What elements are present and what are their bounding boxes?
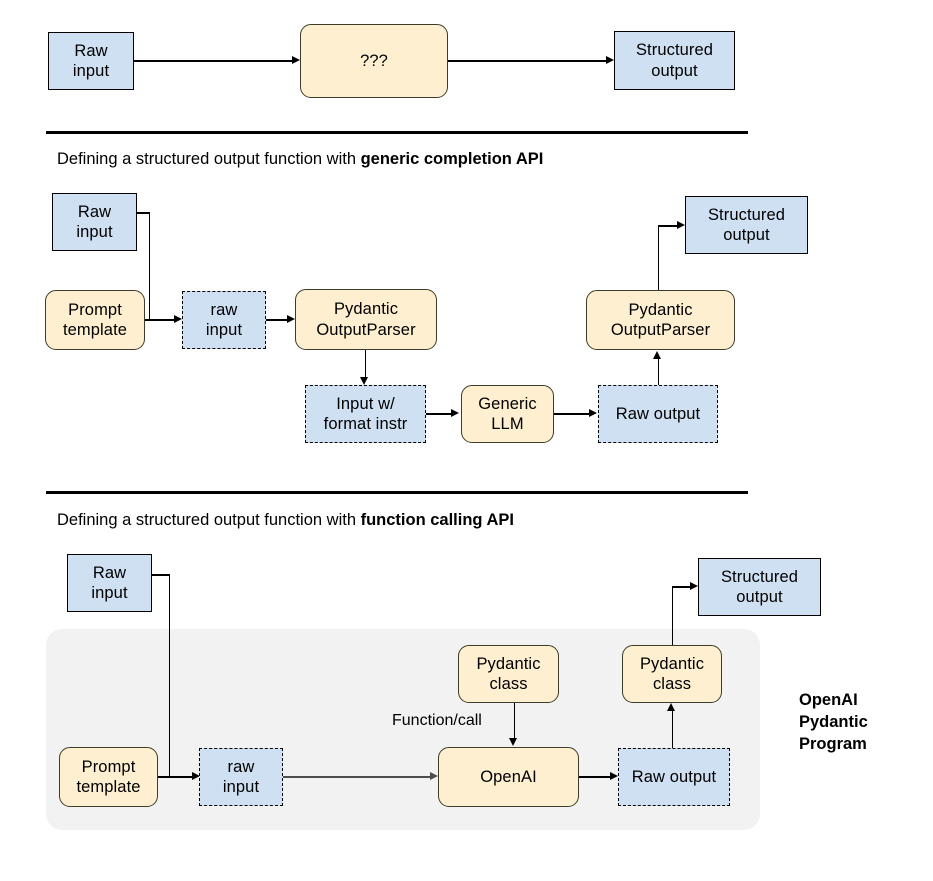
generic-edge-prompt-to-rawinput bbox=[145, 319, 177, 321]
fc-structured-output-box: Structured output bbox=[698, 558, 821, 616]
fc-arrowhead-openai-top bbox=[509, 738, 517, 746]
fc-raw-output-box: Raw output bbox=[618, 748, 730, 806]
generic-api-caption-prefix: Defining a structured output function wi… bbox=[57, 150, 361, 168]
fc-arrowhead-dashed-rawinput bbox=[192, 772, 200, 780]
generic-llm-box: Generic LLM bbox=[461, 385, 554, 443]
fc-edge-rawinput-right bbox=[152, 574, 170, 576]
fc-arrowhead-rawoutput bbox=[610, 772, 618, 780]
fc-pydantic-class-input-box: Pydantic class bbox=[458, 645, 559, 703]
fc-function-call-label: Function/call bbox=[392, 712, 482, 729]
generic-raw-input-box: Raw input bbox=[52, 193, 137, 251]
generic-api-caption-bold: generic completion API bbox=[360, 150, 544, 168]
generic-arrowhead-parser-left bbox=[287, 315, 295, 323]
fc-openai-box: OpenAI bbox=[438, 747, 579, 807]
fc-raw-input-dashed-box: raw input bbox=[199, 748, 283, 806]
generic-arrowhead-parser-right bbox=[653, 351, 661, 359]
fc-raw-input-box: Raw input bbox=[67, 554, 152, 612]
generic-arrowhead-format-instr bbox=[360, 377, 368, 385]
generic-edge-format-to-llm bbox=[426, 413, 453, 415]
generic-pydantic-output-parser-left-box: Pydantic OutputParser bbox=[295, 289, 437, 350]
function-calling-caption: Defining a structured output function wi… bbox=[57, 511, 514, 530]
fc-pydantic-class-output-box: Pydantic class bbox=[622, 645, 722, 703]
generic-arrowhead-structured-output bbox=[677, 221, 685, 229]
fc-edge-to-structured-output bbox=[671, 586, 692, 588]
generic-input-format-instr-box: Input w/ format instr bbox=[305, 385, 426, 443]
function-calling-caption-prefix: Defining a structured output function wi… bbox=[57, 511, 361, 529]
fc-edge-rawoutput-up bbox=[671, 710, 673, 748]
fc-prompt-template-box: Prompt template bbox=[59, 747, 158, 807]
generic-pydantic-output-parser-right-box: Pydantic OutputParser bbox=[586, 290, 735, 350]
overview-structured-output-box: Structured output bbox=[614, 31, 735, 90]
openai-pydantic-program-title: OpenAI Pydantic Program bbox=[799, 691, 868, 753]
fc-edge-pydanticclass-up bbox=[671, 586, 673, 645]
overview-edge-unknown-to-output bbox=[448, 60, 607, 62]
generic-prompt-template-box: Prompt template bbox=[45, 290, 145, 350]
fc-edge-prompt-to-rawinput bbox=[158, 776, 194, 778]
fc-arrowhead-openai bbox=[430, 772, 438, 780]
function-calling-caption-bold: function calling API bbox=[360, 511, 514, 529]
generic-api-caption: Defining a structured output function wi… bbox=[57, 150, 543, 169]
overview-arrowhead-output bbox=[606, 56, 614, 64]
generic-structured-output-box: Structured output bbox=[685, 196, 808, 254]
generic-raw-input-dashed-box: raw input bbox=[182, 291, 266, 349]
fc-edge-rawinput-to-openai bbox=[283, 776, 432, 778]
fc-arrowhead-structured-output bbox=[690, 582, 698, 590]
generic-edge-parser-down bbox=[364, 350, 366, 378]
generic-edge-rawinput-down bbox=[148, 212, 150, 319]
generic-arrowhead-dashed-rawinput bbox=[174, 315, 182, 323]
generic-arrowhead-rawoutput bbox=[589, 409, 597, 417]
section-divider-2 bbox=[46, 491, 748, 494]
section-divider-1 bbox=[46, 131, 748, 134]
generic-edge-parser-right-up bbox=[657, 225, 659, 290]
overview-raw-input-box: Raw input bbox=[48, 32, 134, 90]
generic-edge-llm-to-rawoutput bbox=[554, 413, 590, 415]
overview-arrowhead-unknown bbox=[292, 56, 300, 64]
fc-arrowhead-pydantic-class-output bbox=[667, 703, 675, 711]
generic-raw-output-box: Raw output bbox=[598, 385, 718, 443]
fc-edge-pydantic-to-openai bbox=[513, 703, 515, 739]
overview-edge-raw-to-unknown bbox=[134, 60, 293, 62]
generic-edge-rawinput-to-parser bbox=[266, 319, 289, 321]
fc-edge-openai-to-rawoutput bbox=[579, 776, 612, 778]
generic-arrowhead-llm bbox=[451, 409, 459, 417]
generic-edge-rawoutput-up bbox=[657, 358, 659, 385]
overview-unknown-box: ??? bbox=[300, 24, 448, 98]
fc-edge-rawinput-down bbox=[168, 574, 170, 777]
generic-edge-to-structured-output bbox=[657, 225, 679, 227]
generic-edge-rawinput-right bbox=[137, 212, 150, 214]
